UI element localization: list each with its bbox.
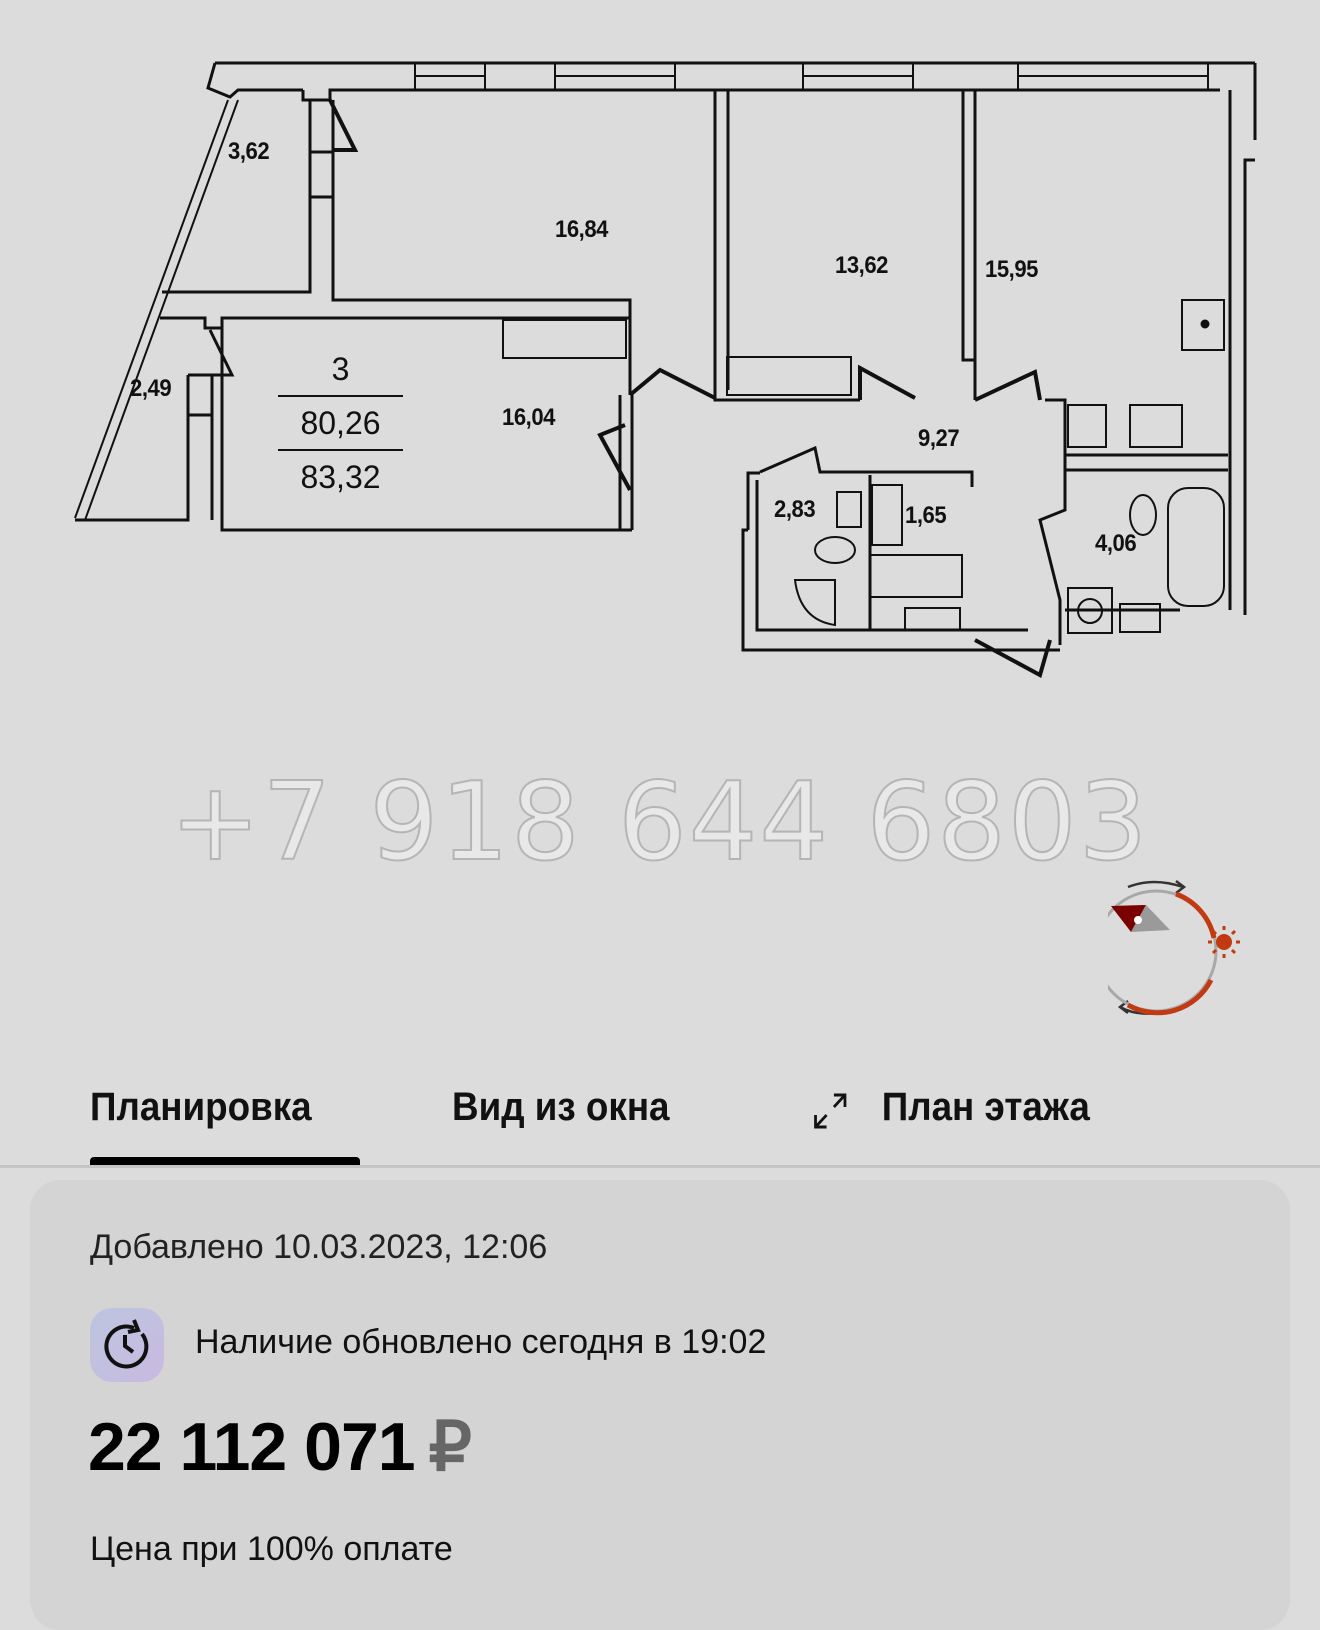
price: 22 112 071₽ <box>88 1408 472 1487</box>
active-tab-indicator <box>90 1157 360 1165</box>
room-area-label: 3,62 <box>228 138 270 165</box>
room-area-label: 2,49 <box>130 375 172 402</box>
price-note: Цена при 100% оплате <box>90 1530 453 1568</box>
listing-info-card: Добавлено 10.03.2023, 12:06 Наличие обно… <box>30 1180 1290 1630</box>
clock-refresh-icon <box>90 1308 164 1382</box>
floor-plan-drawing <box>74 61 1257 678</box>
total-area: 83,32 <box>300 459 381 495</box>
divider <box>278 449 403 451</box>
price-value: 22 112 071 <box>88 1409 416 1485</box>
room-area-label: 15,95 <box>985 256 1038 283</box>
room-area-label: 2,83 <box>774 496 816 523</box>
tab-layout[interactable]: Планировка <box>90 1085 312 1129</box>
tab-floor-plan[interactable]: План этажа <box>810 1085 1090 1130</box>
room-area-label: 16,04 <box>502 404 555 431</box>
room-area-label: 1,65 <box>905 502 947 529</box>
view-tabs: Планировка Вид из окна План этажа <box>0 1060 1320 1168</box>
room-area-label: 4,06 <box>1095 530 1137 557</box>
expand-icon <box>814 1093 847 1129</box>
currency-symbol: ₽ <box>428 1409 472 1485</box>
tab-window-view[interactable]: Вид из окна <box>452 1085 670 1129</box>
availability-updated: Наличие обновлено сегодня в 19:02 <box>195 1323 767 1361</box>
phone-watermark: +7 918 644 6803 <box>169 759 1150 886</box>
floor-plan: 3,62 16,84 13,62 15,95 2,49 16,04 9,27 2… <box>0 0 1320 700</box>
room-area-label: 13,62 <box>835 252 888 279</box>
added-date: Добавлено 10.03.2023, 12:06 <box>90 1228 548 1266</box>
tab-floor-plan-label: План этажа <box>881 1085 1090 1129</box>
compass-sun-orientation-icon <box>1094 862 1248 1032</box>
room-area-label: 9,27 <box>918 425 960 452</box>
room-area-label: 16,84 <box>555 216 608 243</box>
living-area: 80,26 <box>300 405 381 441</box>
divider <box>278 395 403 397</box>
apartment-summary: 3 80,26 83,32 <box>278 345 403 501</box>
rooms-count: 3 <box>331 351 350 387</box>
